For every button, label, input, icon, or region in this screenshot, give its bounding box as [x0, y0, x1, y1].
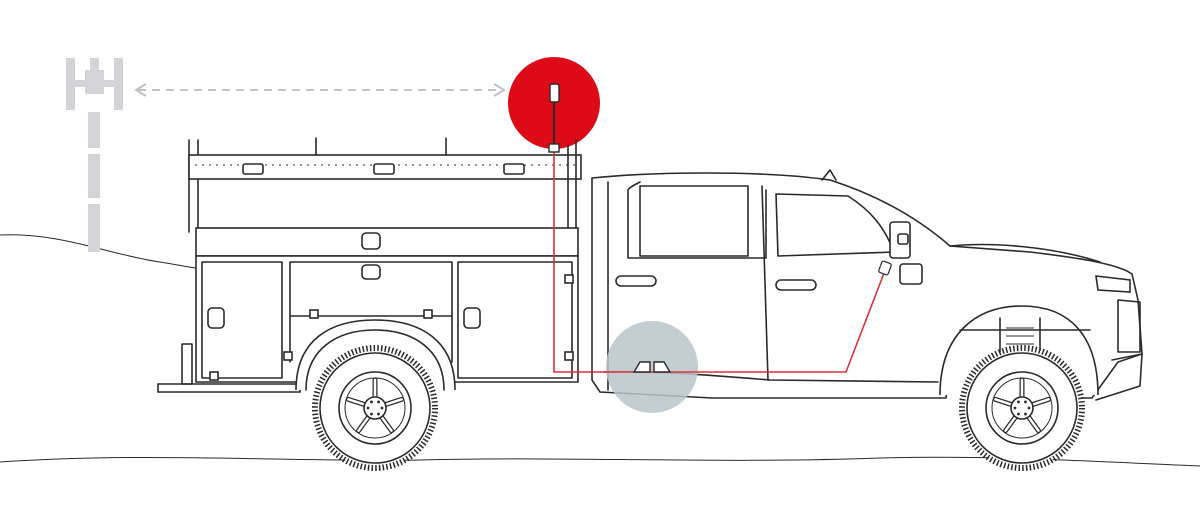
antenna-cable — [553, 150, 887, 373]
service-body — [157, 137, 582, 393]
cell-tower-icon — [66, 58, 123, 252]
front-wheel — [959, 345, 1085, 471]
booster-icon — [632, 361, 672, 373]
phone-icon — [878, 260, 892, 276]
antenna-icon — [548, 83, 560, 153]
rear-wheel — [312, 345, 438, 471]
truck-cab — [591, 169, 1143, 401]
booster-highlight — [606, 321, 698, 413]
wheels — [312, 345, 1085, 471]
signal-path-arrow — [134, 83, 506, 97]
